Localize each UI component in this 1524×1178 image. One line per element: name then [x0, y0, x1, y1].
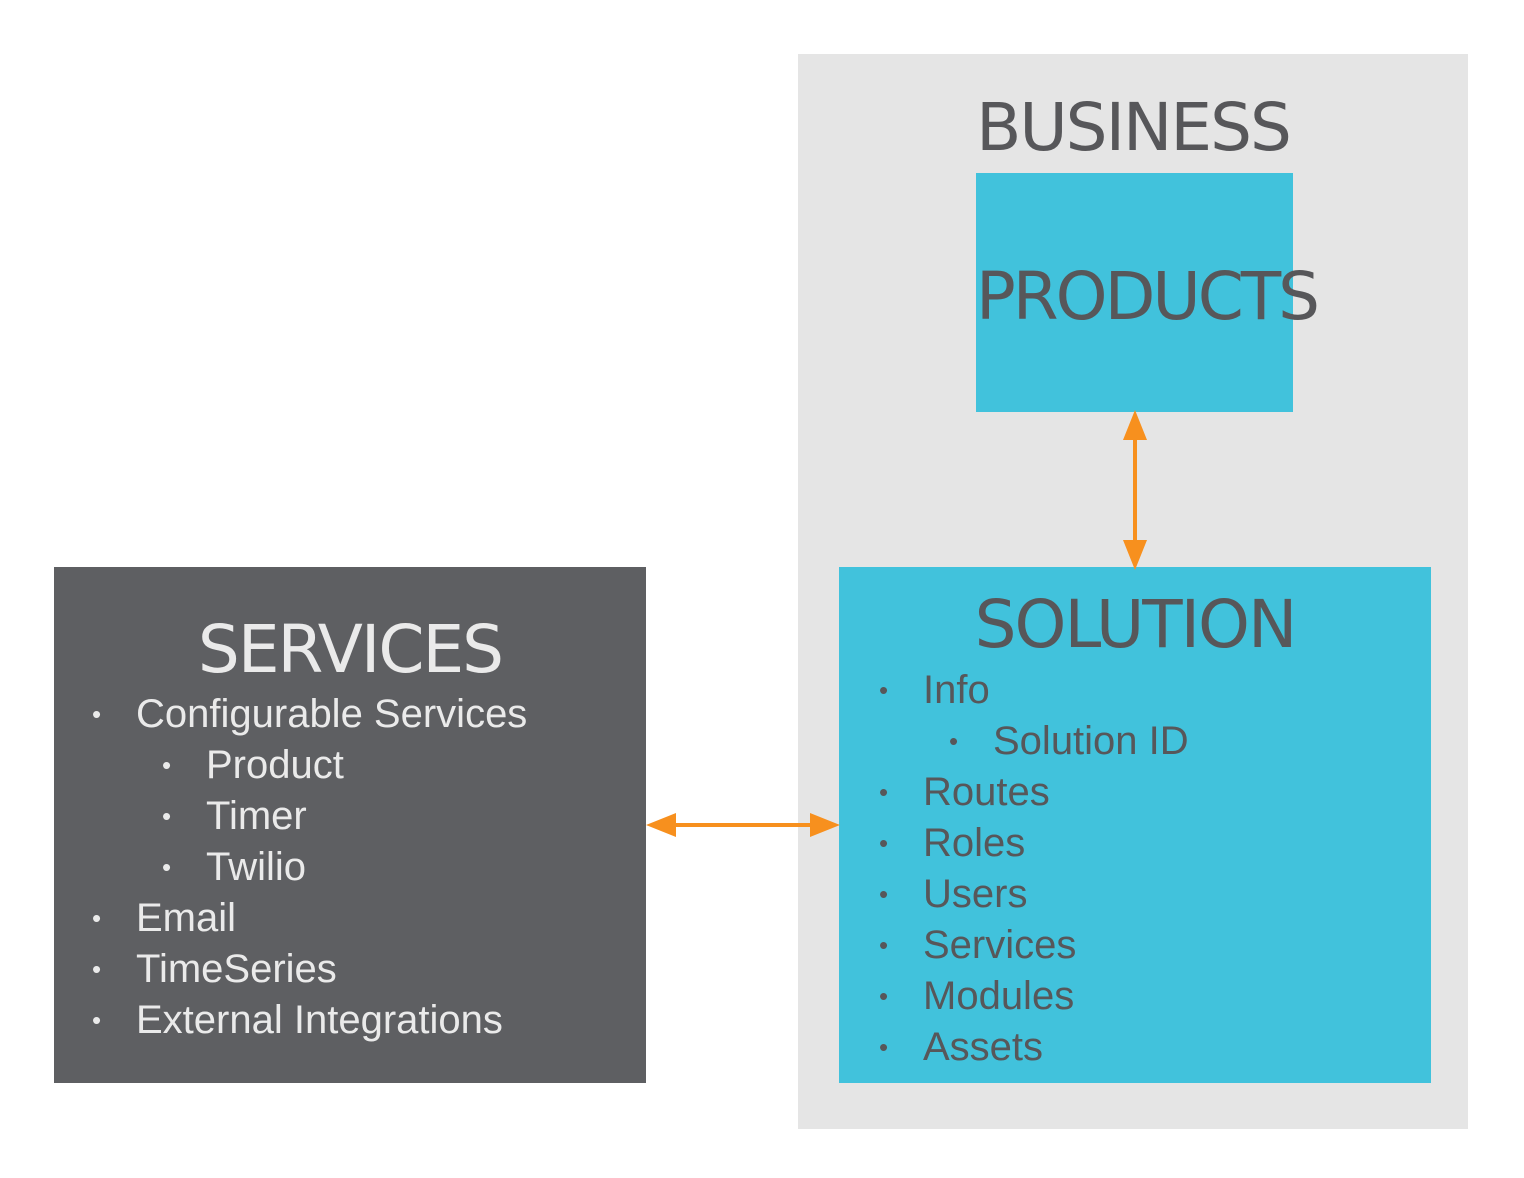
bullet-icon: • — [162, 852, 172, 882]
solution-title: SOLUTION — [974, 586, 1298, 663]
list-item-label: Twilio — [206, 845, 307, 889]
arrowhead-left-icon — [646, 813, 676, 837]
bullet-icon: • — [879, 879, 889, 909]
services-title: SERVICES — [197, 611, 504, 688]
bullet-icon: • — [879, 675, 889, 705]
bullet-icon: • — [879, 828, 889, 858]
list-item-label: Modules — [923, 974, 1075, 1018]
services-box: SERVICES • Configurable Services • Product •… — [54, 567, 646, 1083]
list-item-label: Configurable Services — [136, 692, 528, 736]
list-item-label: External Integrations — [136, 998, 503, 1042]
bullet-icon: • — [879, 777, 889, 807]
bullet-icon: • — [92, 699, 102, 729]
list-item-label: Users — [923, 872, 1028, 916]
bullet-icon: • — [92, 903, 102, 933]
bullet-icon: • — [949, 726, 959, 756]
list-item-label: TimeSeries — [136, 947, 337, 991]
list-item-label: Email — [136, 896, 237, 940]
business-title: BUSINESS — [976, 89, 1292, 166]
bullet-icon: • — [92, 954, 102, 984]
list-item-label: Info — [923, 668, 990, 712]
list-item-label: Assets — [923, 1025, 1044, 1069]
list-item-label: Timer — [206, 794, 307, 838]
list-item-label: Solution ID — [993, 719, 1189, 763]
business-container: BUSINESS PRODUCTS SOLUTION • Info • Solutio… — [798, 54, 1468, 1129]
list-item-label: Services — [923, 923, 1077, 967]
bullet-icon: • — [879, 930, 889, 960]
solution-box: SOLUTION • Info • Solution ID • Routes • Roles •… — [839, 567, 1431, 1083]
bullet-icon: • — [879, 981, 889, 1011]
list-item-label: Roles — [923, 821, 1026, 865]
products-box: PRODUCTS — [976, 173, 1320, 412]
list-item-label: Routes — [923, 770, 1050, 814]
bullet-icon: • — [162, 801, 172, 831]
products-title: PRODUCTS — [976, 258, 1320, 335]
bullet-icon: • — [879, 1032, 889, 1062]
list-item-label: Product — [206, 743, 344, 787]
bullet-icon: • — [92, 1005, 102, 1035]
bullet-icon: • — [162, 750, 172, 780]
